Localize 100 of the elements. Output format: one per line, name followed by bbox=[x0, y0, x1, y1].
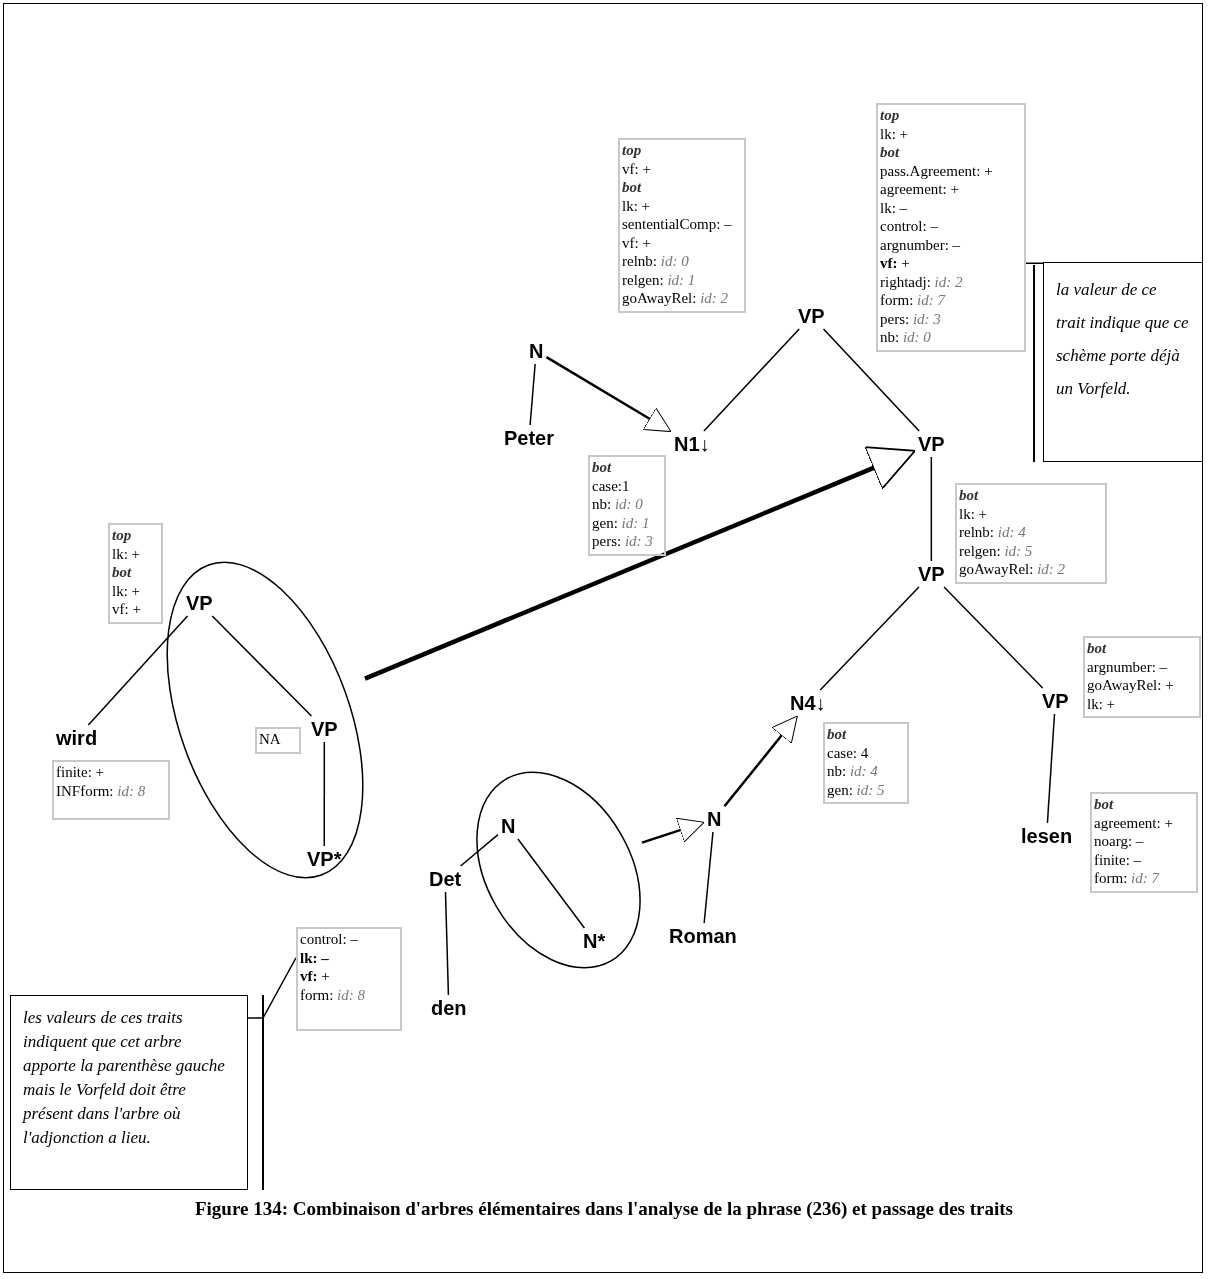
tree-branch bbox=[517, 838, 586, 929]
feature-line: vf: + bbox=[112, 600, 141, 619]
feature-line: lk: + bbox=[622, 196, 651, 215]
feature-line: lk: – bbox=[300, 948, 329, 967]
feature-line: relgen: id: 5 bbox=[959, 541, 1033, 560]
category-label: VP* bbox=[306, 848, 343, 870]
note-text: les valeurs de ces traits indiquent que cet arbre apporte la parenthèse gauche mais le Vorfeld doit être présent dans l'arbre où l'adjonction a lieu. bbox=[23, 1007, 226, 1149]
feature-box bbox=[52, 760, 170, 820]
word-label: Roman bbox=[668, 925, 738, 947]
feature-line: relnb: id: 4 bbox=[959, 523, 1026, 542]
feature-line: control: – bbox=[300, 930, 358, 949]
feature-line: form: id: 7 bbox=[1094, 869, 1159, 888]
feature-line: vf: + bbox=[622, 159, 651, 178]
feature-line: goAwayRel: id: 2 bbox=[959, 560, 1066, 579]
category-label: N1↓ bbox=[673, 433, 711, 455]
feature-line: goAwayRel: id: 2 bbox=[622, 289, 729, 308]
word-label: wird bbox=[55, 727, 99, 749]
feature-line: finite: – bbox=[1094, 850, 1142, 869]
feature-heading: bot bbox=[1087, 639, 1107, 658]
feature-heading: bot bbox=[592, 458, 612, 477]
feature-line: argnumber: – bbox=[880, 235, 961, 254]
feature-heading: top bbox=[112, 526, 132, 545]
feature-line: relgen: id: 1 bbox=[622, 270, 696, 289]
feature-box bbox=[108, 523, 163, 624]
feature-line: NA bbox=[259, 730, 281, 749]
category-label: N4↓ bbox=[789, 692, 827, 714]
tree-branch bbox=[703, 831, 714, 924]
feature-box bbox=[1083, 636, 1201, 718]
tree-branch bbox=[87, 615, 189, 726]
feature-heading: top bbox=[880, 106, 900, 125]
feature-line: rightadj: id: 2 bbox=[880, 272, 963, 291]
feature-line: lk: + bbox=[1087, 694, 1116, 713]
feature-line: pers: id: 3 bbox=[880, 309, 941, 328]
feature-line: noarg: – bbox=[1094, 832, 1144, 851]
category-label: VP bbox=[310, 718, 339, 740]
feature-line: agreement: + bbox=[880, 180, 959, 199]
category-label: VP bbox=[797, 305, 826, 327]
feature-line: INFform: id: 8 bbox=[56, 781, 146, 800]
tree-branch bbox=[459, 833, 499, 867]
feature-heading: bot bbox=[1094, 795, 1114, 814]
feature-line: form: id: 7 bbox=[880, 291, 945, 310]
feature-box bbox=[296, 927, 402, 1031]
feature-line: lk: – bbox=[880, 198, 908, 217]
feature-line: lk: + bbox=[112, 544, 141, 563]
figure-caption: Figure 134: Combinaison d'arbres élémentaires dans l'analyse de la phrase (236) et passage des traits bbox=[194, 1198, 1014, 1219]
tree-branch bbox=[1046, 713, 1056, 824]
adjunction-arrow bbox=[364, 446, 916, 681]
feature-box bbox=[876, 103, 1026, 352]
feature-box bbox=[618, 138, 746, 313]
feature-heading: bot bbox=[112, 563, 132, 582]
substitution-arrow bbox=[723, 715, 798, 808]
feature-line: gen: id: 1 bbox=[592, 513, 650, 532]
category-label: VP bbox=[185, 592, 214, 614]
word-label: Peter bbox=[503, 427, 556, 449]
feature-line: control: – bbox=[880, 217, 938, 236]
leader-line bbox=[247, 957, 297, 1019]
feature-line: vf: + bbox=[622, 233, 651, 252]
feature-line: sententialComp: – bbox=[622, 215, 732, 234]
feature-heading: bot bbox=[880, 143, 900, 162]
feature-box bbox=[588, 455, 666, 556]
tree-branch bbox=[822, 328, 920, 432]
feature-line: nb: id: 4 bbox=[827, 762, 878, 781]
category-label: VP bbox=[917, 433, 946, 455]
feature-line: agreement: + bbox=[1094, 813, 1173, 832]
tree-branch bbox=[930, 456, 933, 562]
feature-line: lk: + bbox=[959, 504, 988, 523]
word-label: lesen bbox=[1020, 825, 1074, 847]
feature-line: nb: id: 0 bbox=[880, 328, 931, 347]
category-label: N bbox=[500, 815, 517, 837]
feature-box bbox=[823, 722, 909, 804]
feature-box bbox=[1090, 792, 1198, 893]
ellipse-outline bbox=[477, 772, 640, 968]
feature-line: nb: id: 0 bbox=[592, 495, 643, 514]
feature-line: goAwayRel: + bbox=[1087, 676, 1174, 695]
ellipse-outline bbox=[167, 562, 363, 878]
note-box bbox=[10, 995, 248, 1190]
note-text: la valeur de ce trait indique que ce schème porte déjà un Vorfeld. bbox=[1056, 279, 1190, 400]
tree-branch bbox=[444, 891, 450, 996]
feature-box bbox=[255, 727, 301, 754]
category-label: VP bbox=[917, 563, 946, 585]
tree-branch bbox=[819, 586, 920, 691]
feature-line: relnb: id: 0 bbox=[622, 252, 689, 271]
category-label: VP bbox=[1041, 690, 1070, 712]
tree-branch bbox=[943, 586, 1044, 689]
feature-heading: bot bbox=[827, 725, 847, 744]
feature-line: vf: + bbox=[880, 254, 910, 273]
category-label: N* bbox=[582, 930, 607, 952]
feature-line: case: 4 bbox=[827, 743, 869, 762]
word-label: den bbox=[430, 997, 468, 1019]
feature-line: gen: id: 5 bbox=[827, 780, 885, 799]
tree-branch bbox=[529, 363, 536, 426]
category-label: N bbox=[706, 808, 723, 830]
category-label: N bbox=[528, 340, 545, 362]
feature-heading: bot bbox=[959, 486, 979, 505]
feature-line: lk: + bbox=[112, 581, 141, 600]
tree-branch bbox=[703, 328, 800, 432]
substitution-arrow bbox=[641, 817, 705, 844]
note-box bbox=[1043, 262, 1203, 462]
substitution-arrow bbox=[545, 356, 672, 433]
tree-branch bbox=[211, 615, 313, 717]
